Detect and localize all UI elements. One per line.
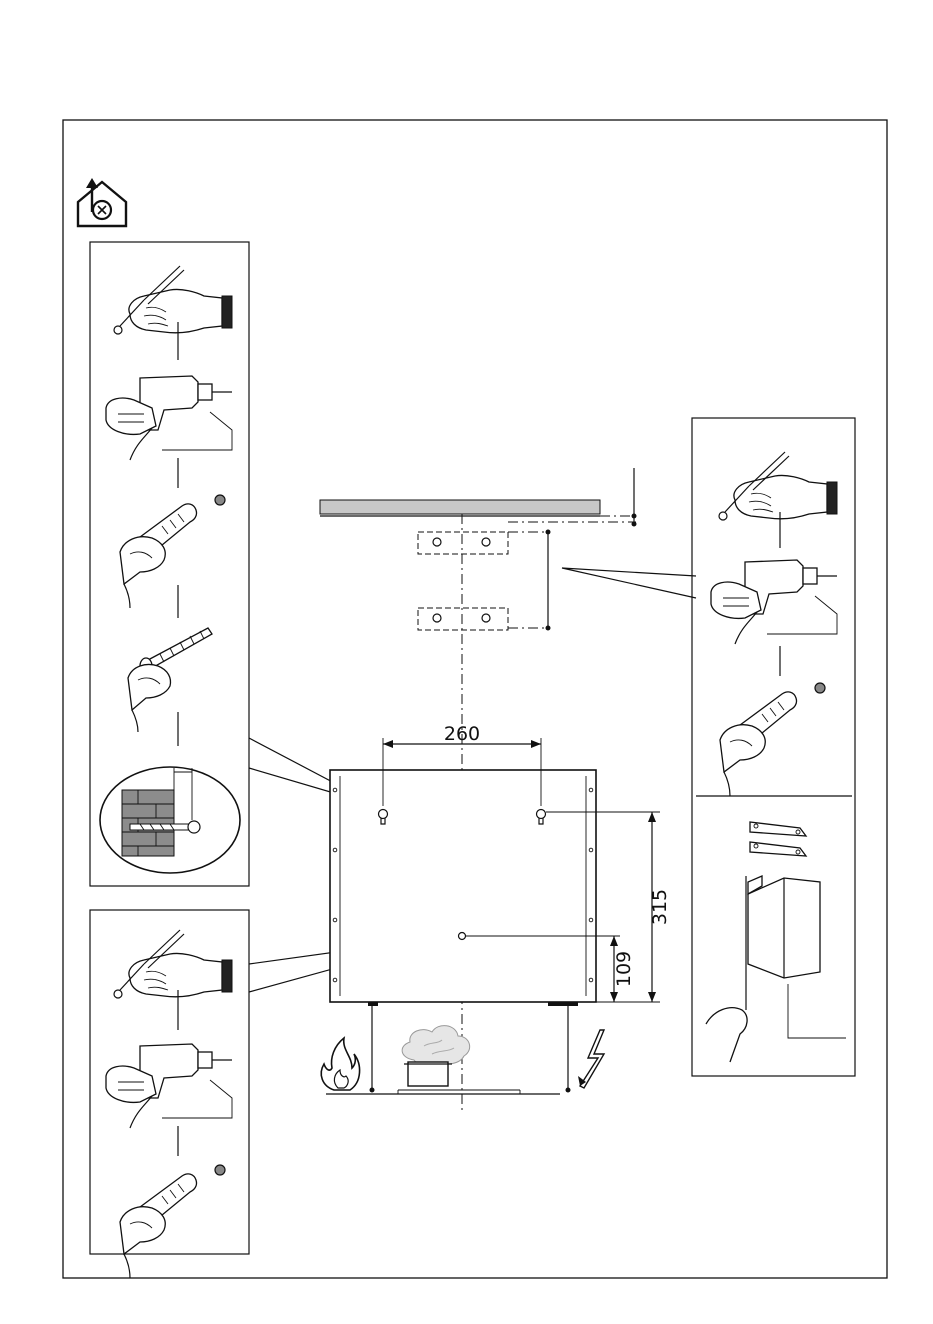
bracket-spacing-dimension [546,530,551,631]
chimney-cover-icon [748,876,820,978]
panel-bracket-mounting-steps [90,242,249,886]
panel-chimney-bracket-steps [692,418,855,1076]
upper-bracket [418,532,550,554]
ceiling-bar [320,500,600,516]
screw-detail-callout [100,767,240,873]
house-ducted-extraction-icon [78,178,126,226]
dimension-315-label: 315 [649,889,671,925]
lower-bracket [418,608,550,630]
ceiling-offset-dimension [508,468,637,527]
lightning-bolt-icon [578,1030,604,1088]
panel-center-hole-steps [90,910,249,1278]
dimension-260-label: 260 [444,723,480,745]
steaming-pot-icon [402,1026,470,1086]
flame-icon [321,1038,359,1090]
hood-body [330,770,596,1006]
dimension-109-label: 109 [613,951,635,987]
